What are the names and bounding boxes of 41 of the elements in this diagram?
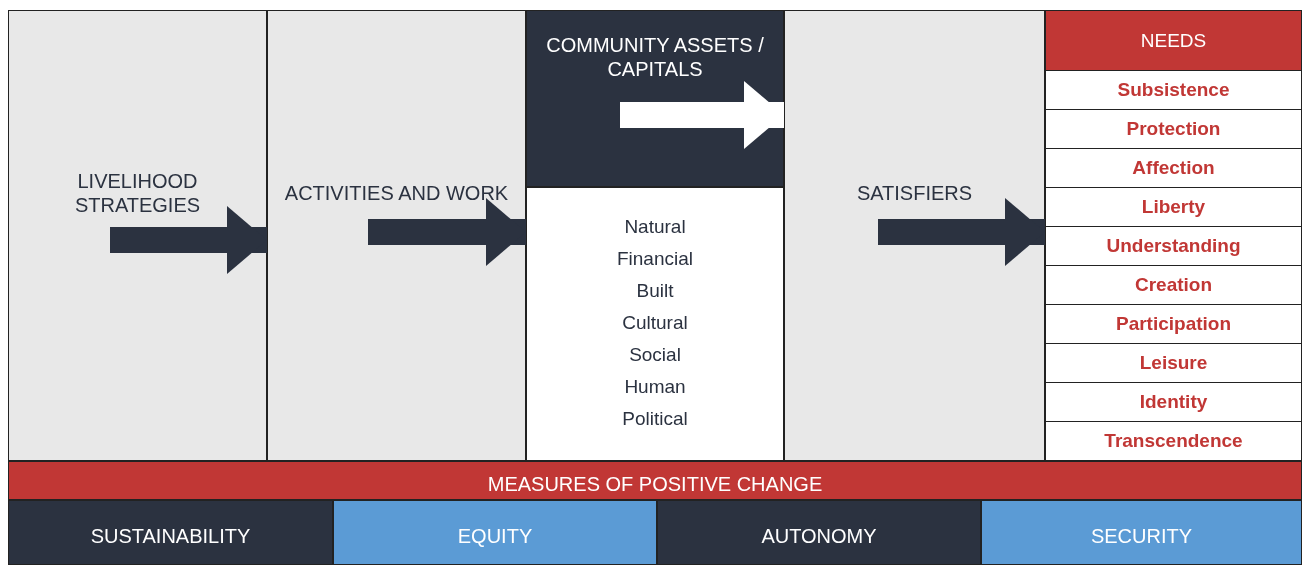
measure-box [8,500,333,565]
need-cell: Protection [1046,109,1301,148]
heading-text: LIVELIHOOD STRATEGIES [73,169,202,217]
list-item-text: Political [621,408,689,430]
need-cell: Leisure [1046,343,1301,382]
need-cell: Liberty [1046,187,1301,226]
band [8,461,1302,500]
block-arrow [878,198,1045,266]
list-item-text: Built [635,280,675,302]
list-panel [526,187,784,461]
block-arrow [620,81,784,149]
heading-text: MEASURES OF POSITIVE CHANGE [486,472,824,496]
heading-text: SECURITY [1089,524,1194,548]
need-cell: Subsistence [1046,70,1301,109]
column-panel [267,10,526,461]
list-item-text: Financial [615,248,694,270]
heading-text: EQUITY [456,524,534,548]
column-panel [784,10,1045,461]
heading-text: SUSTAINABILITY [89,524,252,548]
heading-text: ACTIVITIES AND WORK [283,181,510,205]
need-cell: Transcendence [1046,421,1301,460]
measure-box [981,500,1302,565]
measure-box [657,500,981,565]
block-arrow [368,198,526,266]
list-item-text: Social [628,344,682,366]
measure-box [333,500,657,565]
need-cell: Understanding [1046,226,1301,265]
list-item-text: Cultural [621,312,689,334]
need-cell: Identity [1046,382,1301,421]
heading-text: COMMUNITY ASSETS / CAPITALS [545,33,765,81]
column-panel [8,10,267,461]
block-arrow [110,206,267,274]
heading-text: AUTONOMY [760,524,878,548]
list-item-text: Human [623,376,687,398]
list-item-text: Natural [623,216,687,238]
need-cell: Affection [1046,148,1301,187]
heading-text: SATISFIERS [855,181,974,205]
header-text: NEEDS [1046,11,1301,70]
need-cell: Participation [1046,304,1301,343]
needs-panel [1045,10,1302,461]
need-cell: Creation [1046,265,1301,304]
